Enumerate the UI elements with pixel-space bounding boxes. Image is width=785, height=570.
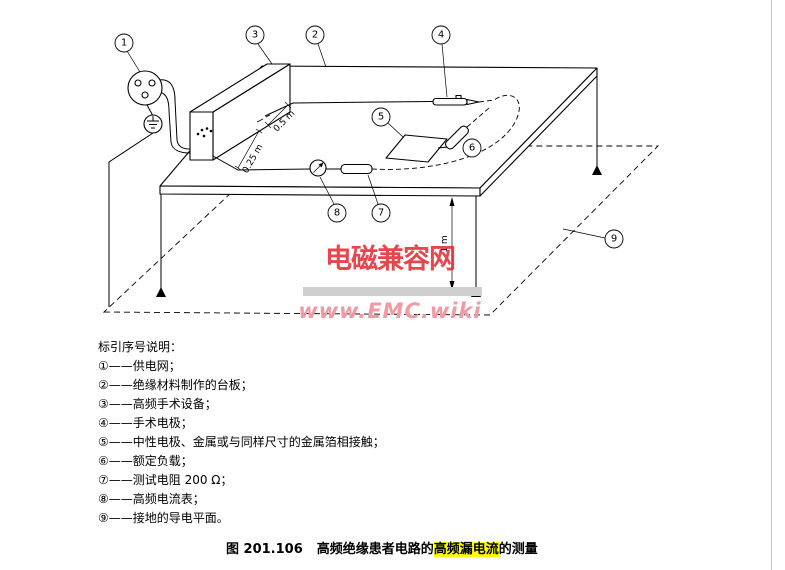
callout-2: 2 bbox=[305, 25, 327, 68]
neutral-electrode bbox=[385, 134, 448, 163]
connector-marks bbox=[256, 114, 271, 123]
leg-foot-back-right bbox=[592, 165, 602, 175]
mains-earth-lead bbox=[146, 104, 154, 117]
legend-item: ③——高频手术设备； bbox=[98, 397, 217, 411]
neutral-electrode-cable bbox=[212, 155, 311, 171]
callout-number: 1 bbox=[121, 38, 127, 49]
callout-number: 6 bbox=[469, 143, 475, 154]
callout-6: 6 bbox=[462, 138, 482, 158]
legend-item: ⑦——测试电阻 200 Ω； bbox=[98, 473, 233, 487]
callout-number: 9 bbox=[611, 234, 617, 245]
callout-circle bbox=[604, 229, 624, 249]
hf-surgical-equipment bbox=[189, 63, 291, 161]
callout-circle bbox=[114, 33, 134, 53]
callout-number: 3 bbox=[252, 30, 258, 41]
return-path bbox=[371, 94, 520, 170]
long-spacing-dimension-line bbox=[264, 101, 292, 129]
height-arrow-bottom bbox=[449, 281, 455, 290]
watermark-bar bbox=[303, 287, 482, 296]
active-electrode-cable bbox=[264, 101, 434, 117]
terminal-dot bbox=[202, 134, 206, 138]
legend-item: ②——绝缘材料制作的台板； bbox=[98, 378, 253, 392]
callout-9: 9 bbox=[562, 228, 624, 249]
terminal-dot bbox=[205, 127, 209, 130]
callout-number: 5 bbox=[378, 112, 384, 123]
callout-leader bbox=[441, 43, 448, 98]
electrode-handle bbox=[432, 97, 468, 106]
socket-pin-3 bbox=[141, 91, 149, 99]
callout-7: 7 bbox=[367, 174, 391, 223]
table-height-dimension: 1 m bbox=[440, 197, 455, 290]
table-height-label: 1 m bbox=[440, 235, 450, 252]
active-electrode bbox=[432, 94, 480, 106]
mains-socket bbox=[127, 70, 163, 106]
legend-item: ⑥——额定负载； bbox=[98, 454, 193, 468]
callout-4: 4 bbox=[431, 25, 451, 98]
active-tip-lead bbox=[478, 99, 495, 103]
equipment-front-face bbox=[189, 111, 214, 161]
caption-highlight: 高频漏电流 bbox=[433, 542, 499, 557]
ammeter-needle-tip bbox=[318, 162, 324, 168]
callout-leader bbox=[257, 43, 273, 65]
figure-caption: 图 201.106 高频绝缘患者电路的高频漏电流的测量 bbox=[226, 541, 538, 559]
legend-item: ④——手术电极； bbox=[98, 416, 193, 430]
short-spacing-dimension-line bbox=[234, 128, 263, 171]
terminal-dot bbox=[196, 132, 200, 136]
callout-8: 8 bbox=[319, 176, 347, 223]
callout-leader bbox=[126, 50, 141, 73]
callout-5: 5 bbox=[371, 107, 404, 138]
callout-circle bbox=[431, 25, 451, 45]
supply-mains bbox=[127, 70, 191, 154]
rated-load bbox=[445, 125, 469, 150]
mains-lead-2 bbox=[159, 91, 191, 154]
callout-leader bbox=[387, 122, 404, 138]
callout-1: 1 bbox=[114, 33, 141, 73]
callout-number: 2 bbox=[312, 30, 318, 41]
callout-circle bbox=[305, 25, 325, 45]
leg-foot-front-left bbox=[156, 287, 166, 297]
legend-title: 标引序号说明： bbox=[98, 340, 183, 354]
terminal-dot bbox=[209, 129, 213, 133]
figure-number: 图 201.106 bbox=[226, 542, 303, 557]
callout-circle bbox=[245, 25, 265, 45]
callout-number: 7 bbox=[378, 208, 384, 219]
legend-item: ⑤——中性电极、金属或与同样尺寸的金属箔相接触； bbox=[98, 435, 385, 449]
callout-circle bbox=[327, 203, 347, 223]
callout-leader bbox=[367, 174, 379, 205]
callout-circle bbox=[371, 203, 391, 223]
socket-pin-1 bbox=[134, 79, 142, 87]
hf-ammeter bbox=[309, 159, 327, 177]
electrode-tip bbox=[466, 98, 480, 106]
test-resistor bbox=[340, 163, 373, 175]
earthed-conductive-plane bbox=[102, 145, 660, 316]
legend-item: ⑨——接地的导电平面。 bbox=[98, 511, 229, 525]
callout-leader bbox=[317, 43, 327, 68]
caption-text-suffix: 的测量 bbox=[498, 542, 538, 557]
electrode-button bbox=[455, 94, 462, 100]
table-front-edge bbox=[159, 185, 481, 197]
legend-item: ①——供电网； bbox=[98, 359, 181, 373]
callout-leader bbox=[319, 176, 335, 205]
output-terminals-icon bbox=[196, 127, 213, 138]
watermark-title: 电磁兼容网 bbox=[325, 244, 456, 275]
earth-wire bbox=[108, 132, 154, 307]
caption-text-prefix: 高频绝缘患者电路的 bbox=[316, 542, 434, 557]
socket-pin-2 bbox=[148, 79, 156, 87]
callout-leader bbox=[562, 228, 606, 239]
leakage-measurement-diagram: 1 m 0.25 m 0.5 m bbox=[102, 25, 660, 316]
height-arrow-top bbox=[449, 197, 455, 206]
load-to-active-lead bbox=[466, 107, 490, 128]
legend-item: ⑧——高频电流表； bbox=[98, 492, 205, 506]
earth-icon bbox=[147, 116, 159, 129]
page-border-right bbox=[771, 0, 772, 570]
legend: 标引序号说明： ①——供电网； ②——绝缘材料制作的台板； ③——高频手术设备；… bbox=[98, 338, 385, 528]
callout-circle bbox=[371, 107, 391, 127]
callout-circle bbox=[462, 138, 482, 158]
mains-lead-1 bbox=[157, 79, 191, 150]
callout-number: 8 bbox=[334, 208, 340, 219]
callout-number: 4 bbox=[438, 30, 444, 41]
watermark-url: www.EMC.wiki bbox=[298, 299, 482, 323]
callout-3: 3 bbox=[245, 25, 273, 65]
terminal-dot bbox=[200, 128, 204, 132]
